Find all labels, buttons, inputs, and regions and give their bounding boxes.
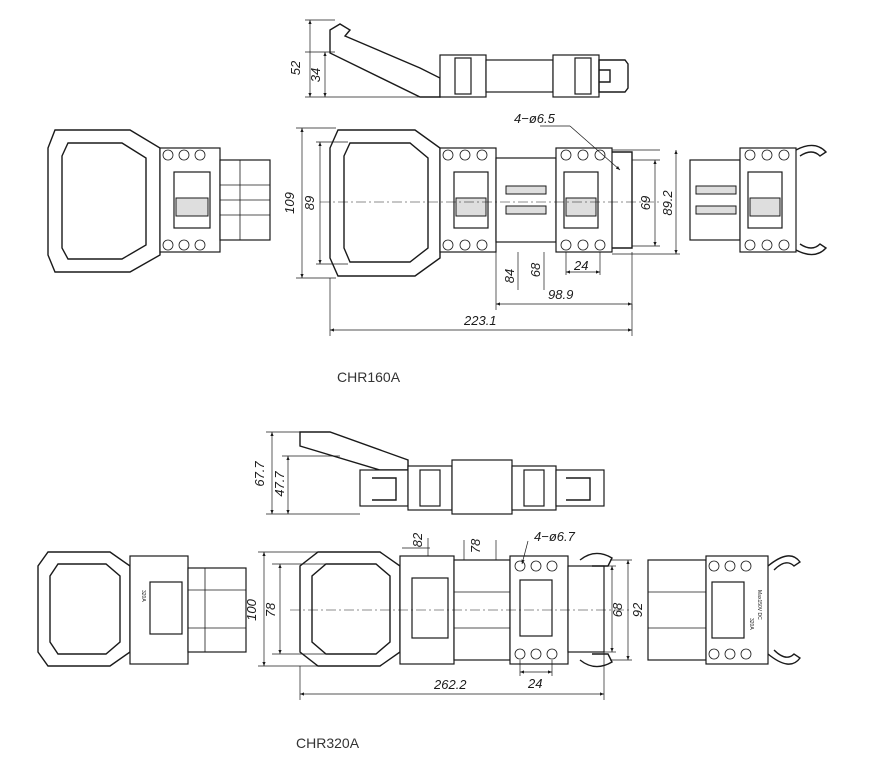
dim-52: 52 [288, 60, 303, 75]
chr160-dimension-lines [296, 125, 680, 336]
chr320-left-plug: 320A [37, 551, 247, 667]
dim-68: 68 [528, 262, 543, 277]
dim-98-9: 98.9 [548, 287, 573, 302]
dim-34: 34 [308, 68, 323, 82]
chr320-side-view [266, 431, 605, 515]
dim-67-7: 67.7 [252, 461, 267, 487]
dim-hole-320: 4−ø6.7 [534, 529, 576, 544]
dim-84: 84 [502, 269, 517, 283]
left-rating-label: 320A [140, 590, 146, 602]
chr160-caption: CHR160A [337, 369, 401, 385]
right-rating-label: 320A [748, 618, 754, 630]
dim-hole-160: 4−ø6.5 [514, 111, 556, 126]
chr160-side-view [305, 19, 629, 98]
dim-47-7: 47.7 [272, 471, 287, 497]
chr160-right-receptacle [689, 144, 828, 256]
chr160-mated-assembly [320, 129, 660, 277]
dim-92: 92 [630, 602, 645, 617]
dim-89-2: 89.2 [660, 190, 675, 216]
dim-24-160: 24 [573, 258, 588, 273]
dim-109: 109 [282, 192, 297, 214]
dim-78-left: 78 [263, 602, 278, 617]
dim-262-2: 262.2 [433, 677, 467, 692]
dim-78-top: 78 [468, 538, 483, 553]
right-voltage-label: Max150V DC [756, 590, 762, 620]
dim-68-320: 68 [610, 602, 625, 617]
dim-89: 89 [302, 196, 317, 210]
dim-223-1: 223.1 [463, 313, 497, 328]
chr160-left-plug [47, 129, 271, 273]
chr320-caption: CHR320A [296, 735, 360, 751]
chr320-right-receptacle: Max150V DC 320A [647, 555, 801, 665]
dim-82: 82 [410, 532, 425, 547]
dim-100: 100 [244, 598, 259, 620]
dim-69: 69 [638, 196, 653, 210]
chr320-dimension-lines [258, 538, 632, 700]
chr320-mated-assembly [290, 551, 630, 668]
dim-24-320: 24 [527, 676, 542, 691]
